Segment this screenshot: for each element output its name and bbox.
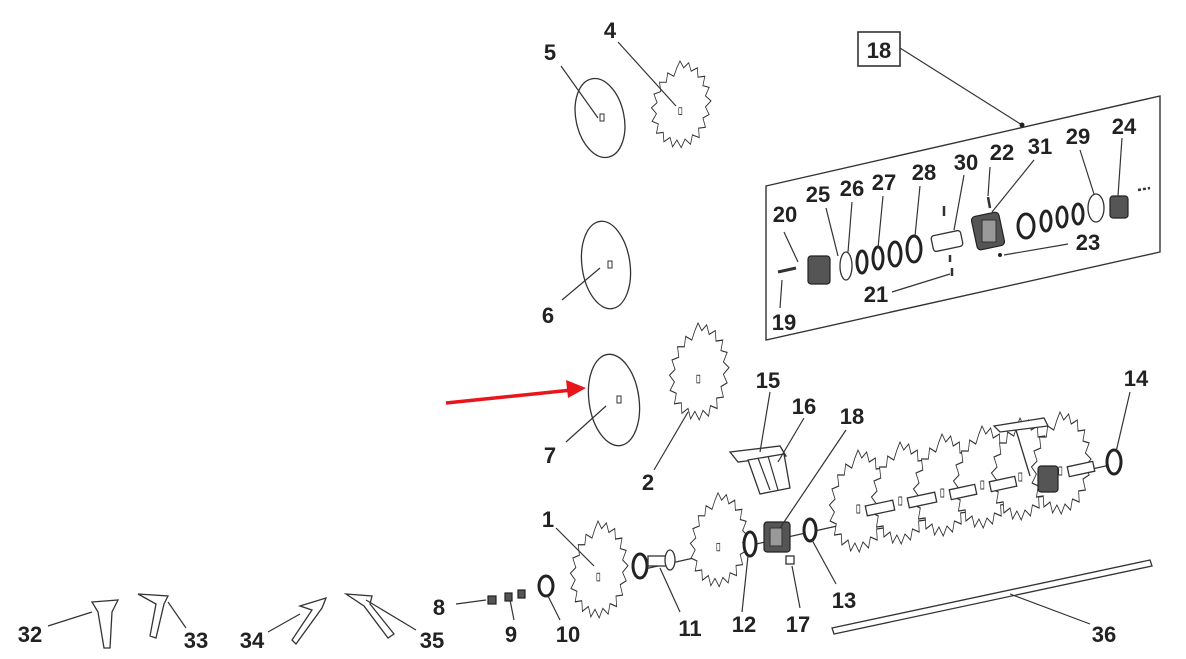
label-6: 6 [542, 303, 554, 328]
label-13: 13 [832, 588, 856, 613]
label-21: 21 [864, 282, 888, 307]
gang-spools [864, 460, 1096, 517]
hanger-bracket-15-16 [728, 445, 791, 495]
gang-bearing [1037, 465, 1059, 493]
label-29: 29 [1066, 124, 1090, 149]
inset-seal-27b [871, 245, 885, 271]
notched-disc-4 [650, 60, 712, 149]
inset-ring-29 [1087, 193, 1105, 223]
label-27: 27 [872, 170, 896, 195]
label-30: 30 [954, 150, 978, 175]
label-20: 20 [773, 202, 797, 227]
label-14: 14 [1124, 366, 1149, 391]
disc-7 [587, 353, 641, 447]
inset-seal-d [1071, 202, 1085, 226]
label-36: 36 [1092, 622, 1116, 647]
label-22: 22 [990, 140, 1014, 165]
bolt-17 [785, 555, 795, 565]
scraper-35 [343, 593, 395, 639]
bearing-18 [763, 521, 791, 553]
inset-seal-c [1055, 205, 1069, 229]
label-9: 9 [505, 622, 517, 647]
label-11: 11 [678, 616, 701, 641]
label-2: 2 [642, 470, 654, 495]
inset-cap-24 [1109, 195, 1129, 219]
label-4: 4 [604, 18, 617, 43]
small-parts-8-9-10 [487, 574, 555, 605]
label-10: 10 [556, 622, 580, 647]
inset-shaft-30 [930, 229, 964, 253]
inset-bolt-19 [777, 266, 797, 274]
end-washer-14 [1105, 448, 1123, 476]
inset-ring-26 [839, 251, 853, 281]
label-25: 25 [806, 182, 830, 207]
washer-13 [802, 517, 818, 543]
inset-bearing-28 [905, 234, 923, 264]
label-8: 8 [433, 595, 445, 620]
label-7: 7 [544, 443, 556, 468]
label-12: 12 [732, 612, 756, 637]
inset-seal-a [1016, 212, 1036, 240]
label-18-box [857, 31, 901, 67]
inset-housing-31 [970, 211, 1006, 251]
label-16: 16 [792, 394, 816, 419]
inset-seal-27c [887, 240, 903, 268]
label-5: 5 [544, 40, 556, 65]
gang-hanger [992, 417, 1049, 433]
inset-seal-27a [855, 249, 869, 275]
label-31: 31 [1028, 134, 1052, 159]
inset-bearing-housing-25 [807, 255, 831, 285]
label-35: 35 [420, 628, 444, 653]
label-28: 28 [912, 160, 936, 185]
label-32: 32 [18, 622, 42, 647]
label-18-inset: 18 [867, 38, 891, 63]
leader-lines [47, 41, 1131, 633]
part-labels: 18 5 4 6 7 2 1 8 9 10 11 12 17 13 18 15 … [18, 18, 1149, 653]
inset-bearing-assembly [765, 47, 1161, 341]
label-17: 17 [786, 612, 810, 637]
inset-seal-b [1039, 209, 1053, 233]
notched-disc-2 [668, 322, 730, 421]
gang-assembly [639, 411, 1123, 571]
scraper-34 [291, 596, 328, 645]
rod-36 [831, 559, 1153, 635]
disc-5 [574, 77, 626, 159]
label-33: 33 [184, 628, 208, 653]
label-23: 23 [1076, 230, 1100, 255]
label-15: 15 [756, 368, 780, 393]
notched-disc-mid [689, 492, 749, 588]
washer-12 [742, 530, 758, 558]
spool-11 [631, 549, 676, 580]
disc-6 [580, 220, 632, 310]
label-1: 1 [542, 507, 554, 532]
notched-disc-1 [569, 520, 629, 619]
label-19: 19 [772, 310, 796, 335]
scraper-32 [90, 599, 120, 649]
label-34: 34 [240, 628, 265, 653]
label-24: 24 [1112, 114, 1137, 139]
highlight-arrow [445, 380, 586, 405]
scraper-33 [137, 593, 170, 639]
label-26: 26 [840, 176, 864, 201]
label-18: 18 [840, 404, 864, 429]
